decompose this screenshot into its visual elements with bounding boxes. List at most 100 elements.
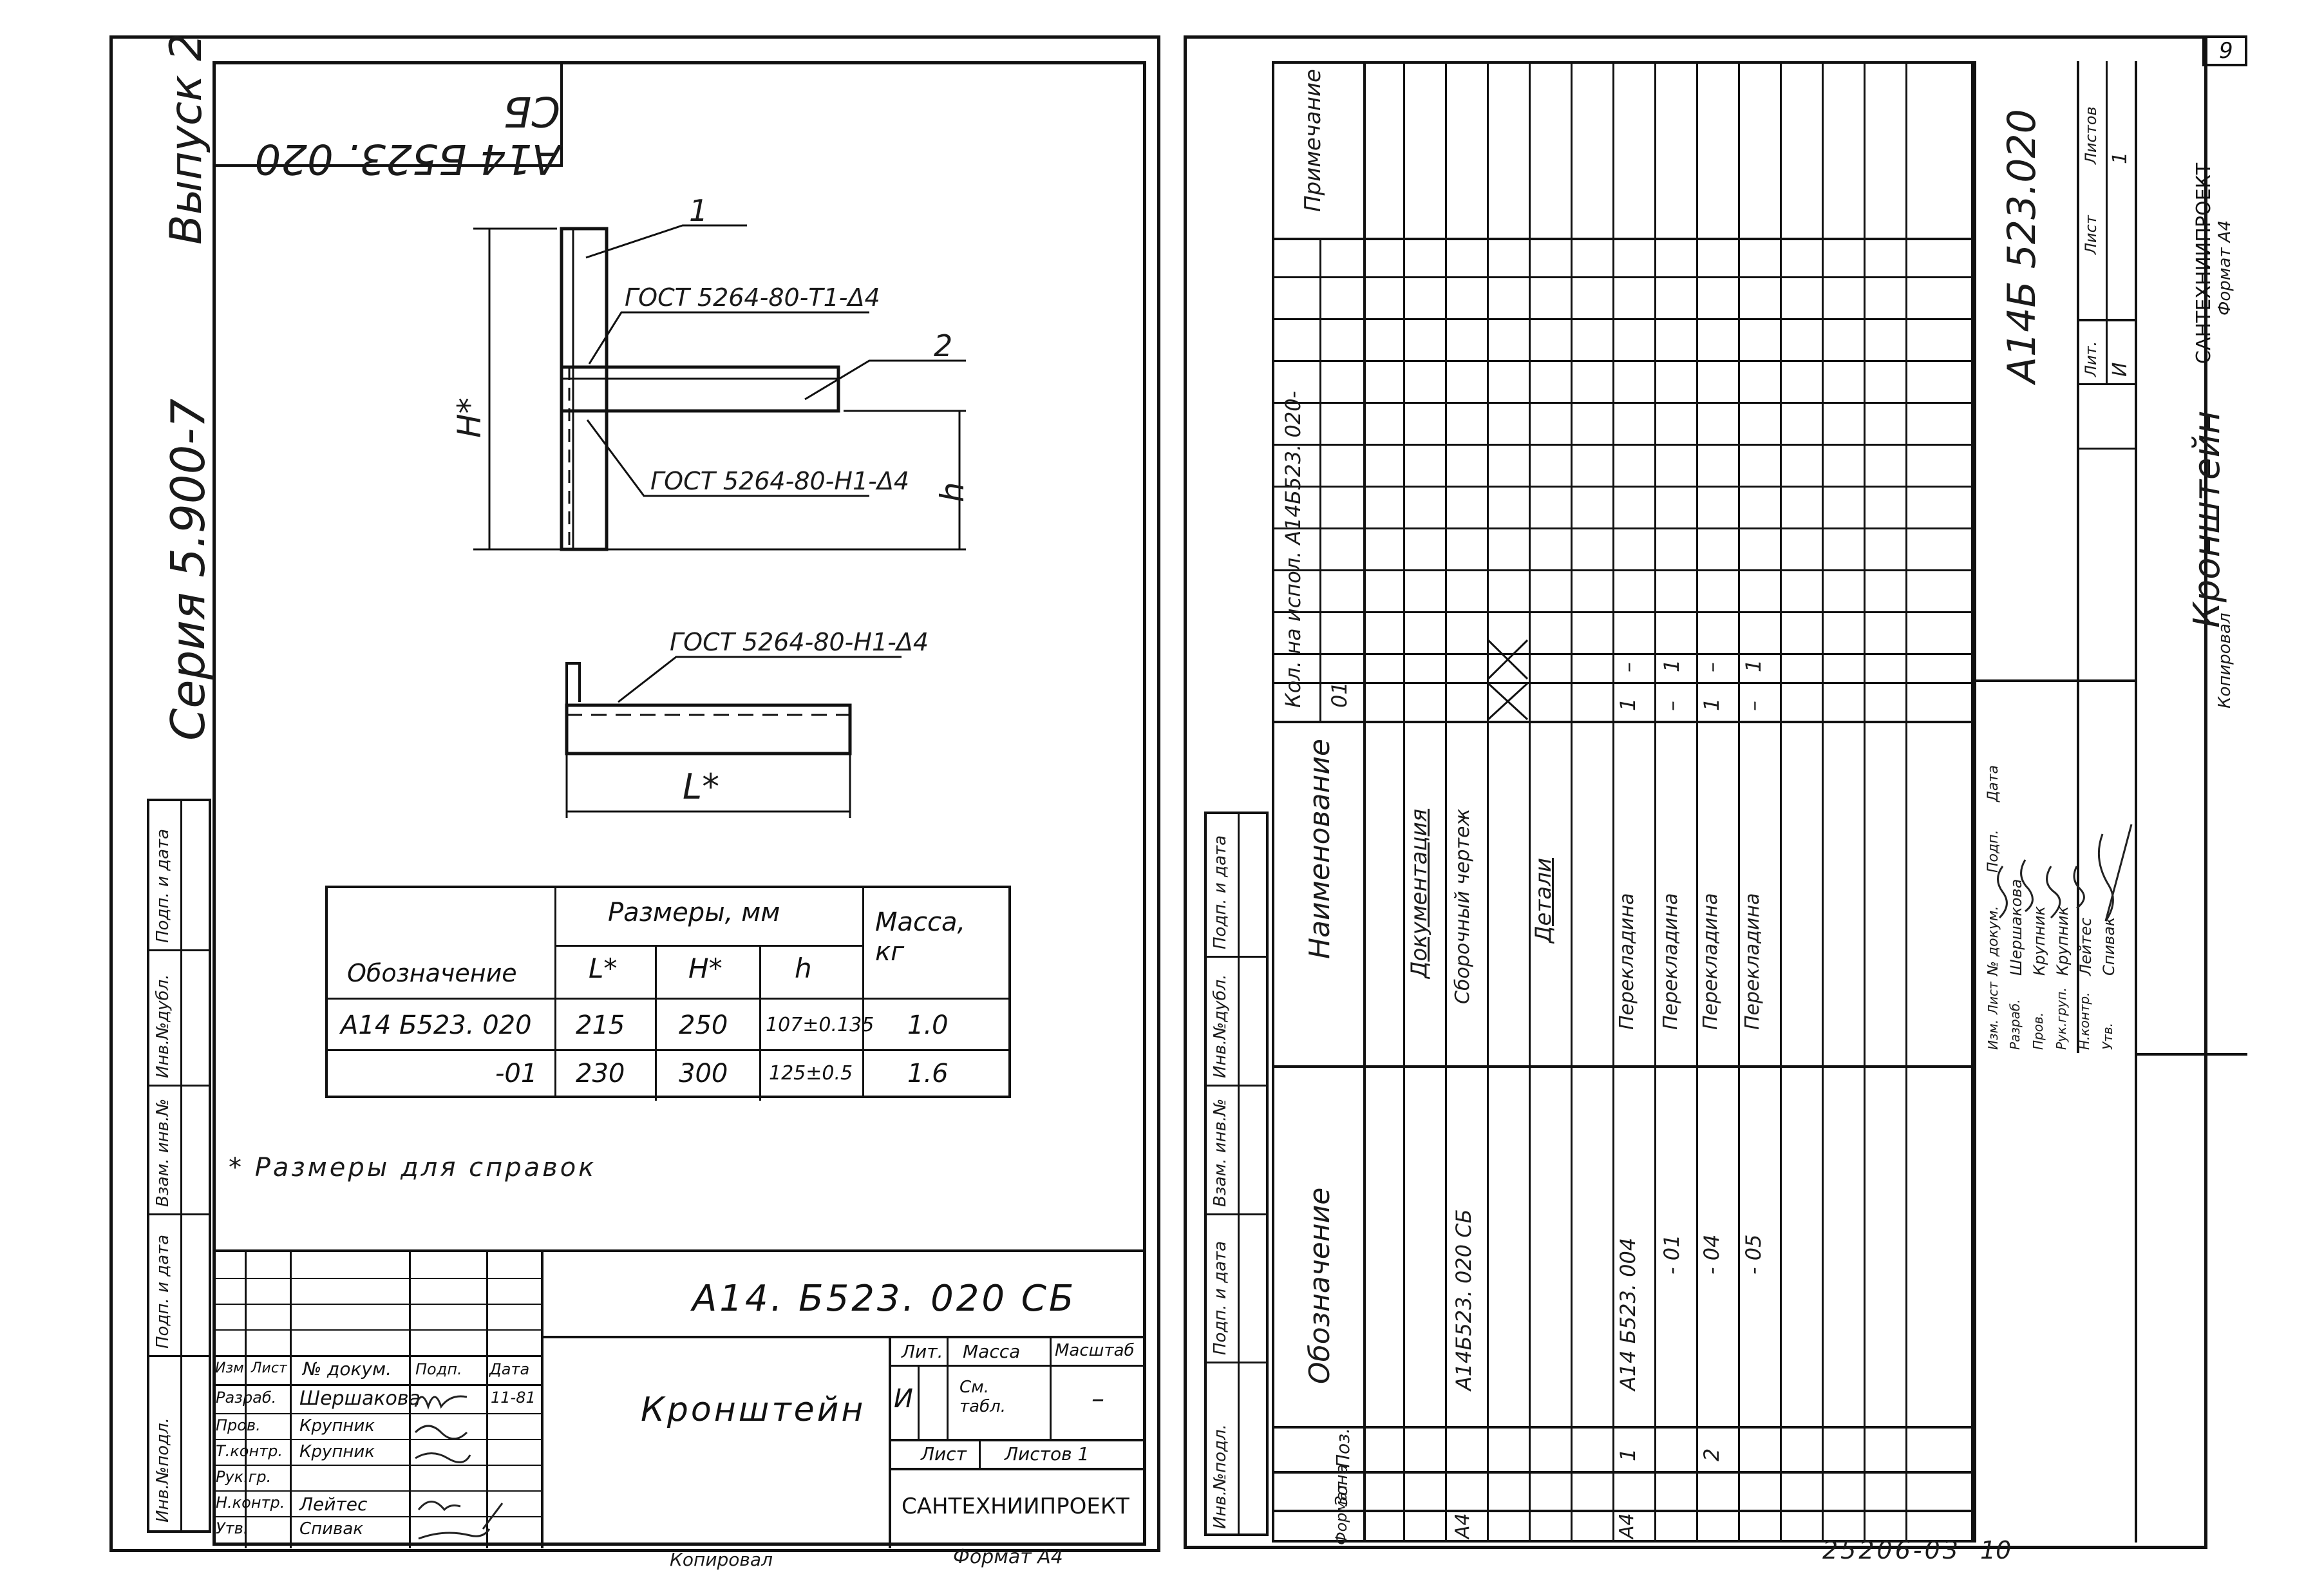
size-table-header-L: L* (589, 953, 618, 984)
callout-pos-2: 2 (934, 328, 953, 363)
rstrip-label-inv-podl: Инв.№подл. (1211, 1424, 1230, 1529)
spec-row-04-qty2: – (1699, 662, 1724, 672)
rstrip-label-vzam-inv: Взам. инв.№ (1211, 1098, 1230, 1207)
size-table-row2-mass: 1.6 (907, 1059, 949, 1088)
title-header-izm: Изм. (215, 1360, 249, 1376)
size-table-header-H: Н* (688, 953, 723, 984)
spec-row-1-pos: 1 (1616, 1448, 1640, 1461)
rstrip-label-podp-data-2: Подп. и дата (1211, 835, 1230, 949)
title-name-prov: Крупник (299, 1416, 375, 1436)
title-name-razrab: Шершакова (299, 1387, 420, 1410)
page-number: 9 (2219, 38, 2233, 64)
spec-row-1-designation: А14 Б523. 004 (1616, 1237, 1640, 1391)
weld-note-bottom: ГОСТ 5264-80-Н1-Δ4 (670, 628, 929, 656)
size-table-row2-h: 125±0.5 (769, 1062, 853, 1085)
spec-row-04-designation: - 04 (1699, 1234, 1724, 1275)
size-table-header-h: h (795, 953, 812, 984)
title-name-nkontr: Лейтес (299, 1494, 368, 1515)
title-header-podp: Подп. (415, 1360, 462, 1378)
title-role-prov: Пров. (216, 1416, 261, 1434)
right-side-strip: Инв.№подл. Подп. и дата Взам. инв.№ Инв.… (1204, 812, 1269, 1536)
spec-row-01-name: Перекладина (1659, 893, 1682, 1030)
title-org: САНТЕХНИИПРОЕКТ (902, 1494, 1129, 1519)
dimension-L: L* (683, 766, 720, 807)
size-table-header-group: Размеры, мм (608, 898, 780, 927)
spec-row-05-qty2: 1 (1741, 659, 1766, 672)
left-sheet-outer-frame (109, 35, 1160, 1552)
right-title-block: А14Б 523.020 Кронштейн Лит. И Лист Листо… (1974, 61, 2247, 1543)
title-name-utv: Спивак (299, 1519, 364, 1539)
left-title-block: Изм. Лист № докум. Подп. Дата Разраб. Пр… (213, 1249, 1146, 1548)
left-bottom-format: Формат А4 (953, 1546, 1063, 1568)
right-sheet-outer-frame (1184, 35, 2207, 1549)
size-table-header-mass: Масса, кг (875, 907, 966, 967)
spec-row-1-format: А4 (1616, 1513, 1638, 1539)
spec-row-04-name: Перекладина (1699, 893, 1722, 1030)
dimension-h: h (934, 482, 971, 502)
size-table-row1-h: 107±0.135 (766, 1014, 874, 1036)
title-header-doc: № докум. (303, 1358, 392, 1380)
title-scale-label: Масштаб (1055, 1341, 1135, 1360)
spec-table: Примечание Кол. на испол. А14Б523. 020- … (1272, 61, 1974, 1545)
title-role-razrab: Разраб. (216, 1389, 277, 1407)
size-table-row1-mass: 1.0 (907, 1011, 949, 1040)
footer-page: 10 (1980, 1536, 2012, 1564)
title-date-value: 11-81 (491, 1389, 536, 1407)
spec-row-1-qty1: 1 (1616, 698, 1640, 711)
title-role-rukgr: Рук.гр. (216, 1468, 272, 1486)
dimension-H: Н* (451, 397, 488, 438)
title-role-utv: Утв. (216, 1519, 249, 1537)
page-number-box: 9 (2202, 35, 2247, 66)
title-sheet-label: Лист (921, 1443, 967, 1465)
size-table-row2-H: 300 (679, 1059, 728, 1088)
size-table-row2-L: 230 (576, 1059, 625, 1088)
right-bottom-copy: Копировал (2215, 612, 2234, 708)
top-stamp-box: А14 Б523. 020 СБ (213, 61, 563, 182)
title-mass-value: См. табл. (959, 1378, 1006, 1416)
weld-note-top: ГОСТ 5264-80-Т1-Δ4 (625, 283, 880, 312)
title-header-list: Лист (251, 1360, 287, 1376)
title-role-tkontr: Т.контр. (216, 1442, 283, 1460)
title-name-tkontr: Крупник (299, 1442, 375, 1461)
title-role-nkontr: Н.контр. (216, 1494, 285, 1512)
size-table: Обозначение Размеры, мм L* Н* h Масса, к… (325, 886, 1011, 1101)
footer-number: 25206-03 (1822, 1536, 1961, 1564)
title-sheets-label: Листов 1 (1005, 1443, 1090, 1465)
spec-row-04-qty1: 1 (1699, 698, 1724, 711)
signatures (414, 1395, 504, 1540)
title-doc-code: А14. Б523. 020 СБ (692, 1278, 1077, 1320)
title-name: Кронштейн (641, 1391, 866, 1429)
spec-row-05-name: Перекладина (1741, 893, 1764, 1030)
left-side-strip: Инв.№подл. Подп. и дата Взам. инв.№ Инв.… (147, 799, 211, 1533)
spec-row-04-pos: 2 (1699, 1448, 1724, 1461)
left-bottom-copy: Копировал (670, 1549, 773, 1570)
title-header-data: Дата (489, 1360, 530, 1378)
rtitle-signatures (1997, 824, 2133, 922)
spec-row-1-name: Перекладина (1616, 893, 1638, 1030)
spec-row-05-designation: - 05 (1741, 1234, 1766, 1275)
spec-row-01-designation: - 01 (1659, 1234, 1684, 1275)
title-scale-value: – (1091, 1384, 1104, 1414)
spec-row-parts-name: Детали (1531, 858, 1556, 943)
size-table-row1-L: 215 (576, 1011, 625, 1040)
title-mass-label: Масса (963, 1341, 1021, 1362)
left-sheet-inner-frame (213, 61, 1146, 1546)
size-table-row1-H: 250 (679, 1011, 728, 1040)
title-lit-value: И (894, 1384, 913, 1414)
size-table-row2-designation: -01 (495, 1059, 538, 1088)
spec-row-assembly-cross-marks (1487, 639, 1529, 721)
rstrip-label-podp-data-1: Подп. и дата (1211, 1240, 1230, 1355)
size-table-row1-designation: А14 Б523. 020 (341, 1011, 532, 1040)
size-table-header-designation: Обозначение (347, 959, 517, 987)
spec-row-05-qty1: – (1741, 701, 1766, 711)
spec-row-01-qty1: – (1659, 701, 1684, 711)
title-lit-label: Лит. (902, 1341, 943, 1362)
spec-row-1-qty2: – (1616, 662, 1640, 672)
footnote: * Размеры для справок (229, 1153, 597, 1182)
right-bottom-format: Формат А4 (2215, 220, 2234, 316)
weld-note-mid: ГОСТ 5264-80-Н1-Δ4 (650, 467, 910, 495)
spec-row-01-qty2: 1 (1659, 659, 1684, 672)
rstrip-label-inv-dubl: Инв.№дубл. (1211, 974, 1230, 1078)
callout-pos-1: 1 (689, 193, 708, 228)
